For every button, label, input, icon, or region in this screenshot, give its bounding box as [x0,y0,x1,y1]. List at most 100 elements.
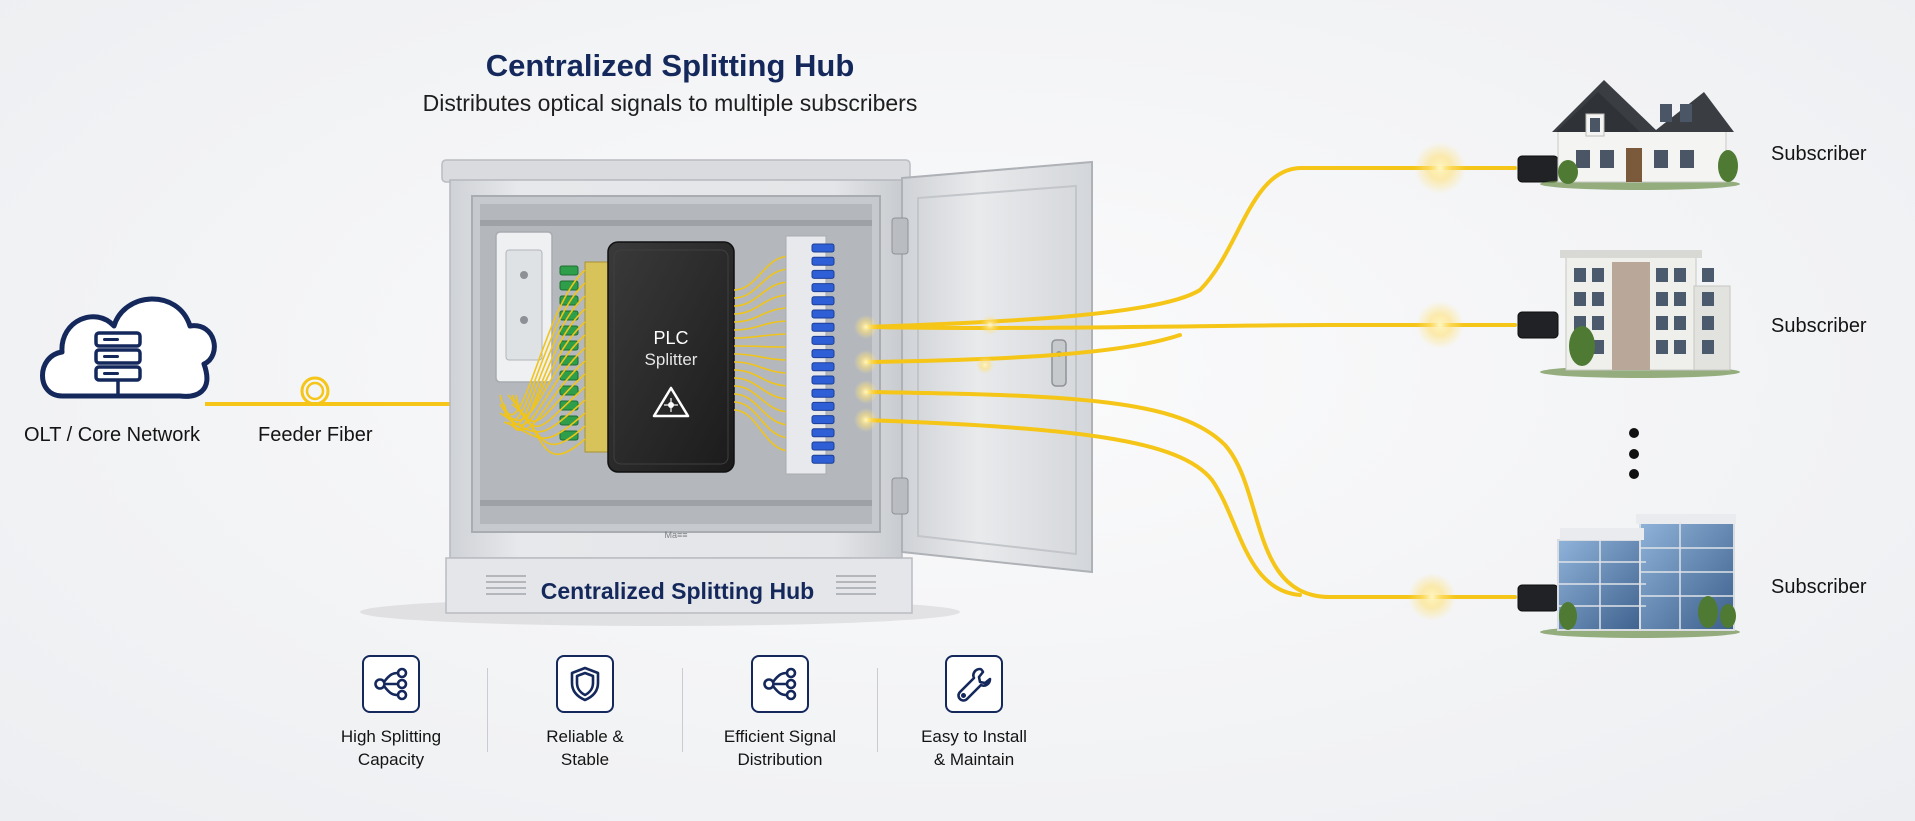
fiber-strand [733,345,791,348]
splitting-hub-cabinet: Ma≡≡ PLC Splitter [360,159,1093,626]
feature-caption-line2: Stable [560,750,610,769]
fiber-strand [733,409,791,452]
feature-caption-line2: & Maintain [933,750,1015,769]
green-connector [559,280,579,291]
green-connector [559,430,579,441]
laser-warning-icon [652,386,690,418]
feature-efficient-signal-distribution: Efficient Signal Distribution [695,655,865,771]
feature-caption-line1: Reliable & [546,727,624,746]
fiber-strand [733,320,791,331]
fiber-strand [733,369,791,387]
window [1656,340,1668,354]
blue-sc-adapter [811,401,835,411]
window [1656,316,1668,330]
vent-right [836,575,876,595]
fiber-strand [507,394,586,446]
window [1574,268,1586,282]
subscriber-label-1: Subscriber [1771,143,1867,165]
fiber-strand [499,334,586,422]
distribution-fibers [864,166,1517,599]
window [1702,292,1714,306]
fiber-strand [733,385,791,413]
vent-left [486,575,526,595]
window [1656,292,1668,306]
split-icon [751,655,809,713]
window [1674,316,1686,330]
fiber-strand [733,268,791,299]
blue-sc-adapter [811,441,835,451]
feature-divider [487,668,488,752]
window [1702,340,1714,354]
fiber-strand [733,361,791,374]
ont-devices [1517,155,1559,612]
window [1674,340,1686,354]
subscriber-label-2: Subscriber [1771,315,1867,337]
window [1674,292,1686,306]
fiber-strand [733,353,791,361]
blue-sc-adapter [811,256,835,266]
apartment-building-icon [1540,250,1740,378]
feeder-fiber-label: Feeder Fiber [258,424,373,446]
ont-box [1517,155,1559,183]
feature-caption-line1: Efficient Signal [723,727,837,746]
split-icon [362,655,420,713]
more-subscribers-dots [1629,428,1639,479]
feature-caption-line2: Distribution [737,750,823,769]
fiber-strand [733,255,791,291]
olt-label: OLT / Core Network [24,424,200,446]
wrench-icon [945,655,1003,713]
door-hinge-top [891,217,909,255]
blue-sc-adapter [811,349,835,359]
fiber-strand [511,403,586,455]
window [1674,268,1686,282]
blue-adapter-column [811,243,835,464]
window [1592,292,1604,306]
window [1592,268,1604,282]
window [1592,316,1604,330]
olt-cloud [40,296,217,399]
feature-high-splitting-capacity: High Splitting Capacity [306,655,476,771]
green-connector [559,265,579,276]
blue-sc-adapter [811,454,835,464]
feature-easy-install-maintain: Easy to Install & Maintain [889,655,1059,771]
house-icon [1540,80,1740,190]
feature-caption-line2: Capacity [357,750,425,769]
server-stack-icon [94,331,142,398]
plc-splitter: PLC Splitter [607,241,735,473]
page-subtitle: Distributes optical signals to multiple … [422,90,918,116]
blue-sc-adapter [811,283,835,293]
feature-caption-line1: High Splitting [340,727,442,746]
page-title: Centralized Splitting Hub [485,48,855,83]
blue-sc-adapter [811,362,835,372]
blue-sc-adapter [811,296,835,306]
blue-sc-adapter [811,269,835,279]
fiber-bundle-right [733,255,791,452]
fiber-strand [733,294,791,315]
feature-divider [877,668,878,752]
window [1702,268,1714,282]
office-building-icon [1540,514,1740,638]
blue-sc-adapter [811,375,835,385]
blue-sc-adapter [811,309,835,319]
ont-box [1517,311,1559,339]
window [1592,340,1604,354]
window [1656,268,1668,282]
cabinet-brand-mark: Ma≡≡ [664,530,687,540]
fiber-strand [733,333,791,339]
fiber-glow-points [854,142,1466,621]
ont-box [1517,584,1559,612]
feature-reliable-stable: Reliable & Stable [500,655,670,771]
blue-sc-adapter [811,335,835,345]
fiber-bundle-left [499,269,586,455]
blue-sc-adapter [811,243,835,253]
fiber-strand [733,307,791,323]
subscriber-label-3: Subscriber [1771,576,1867,598]
fiber-strand [733,377,791,400]
fiber-strand [511,308,586,431]
patch-strip [584,261,610,453]
fiber-strand [499,399,586,433]
fiber-strand [507,295,586,426]
feature-caption-line1: Easy to Install [921,727,1027,746]
window [1574,292,1586,306]
